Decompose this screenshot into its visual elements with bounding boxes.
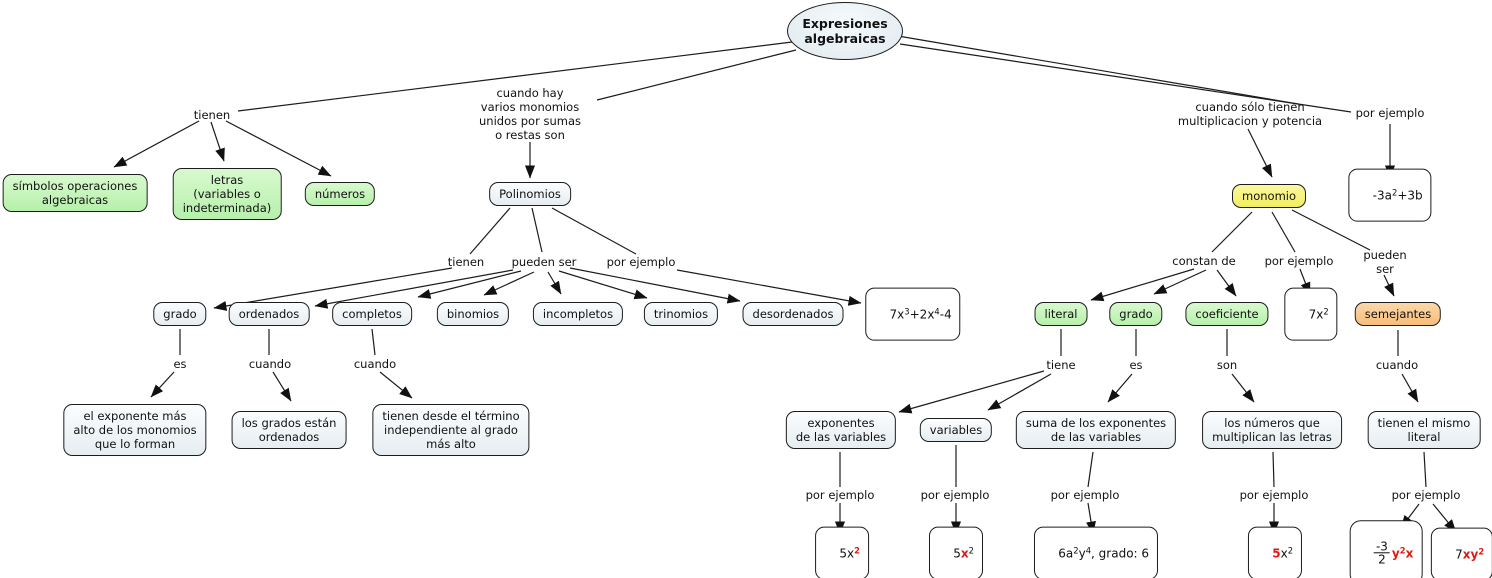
formula-red: y [1391, 545, 1400, 560]
formula-red: x [1405, 545, 1414, 560]
node-ejemplo-5x2-exponente[interactable]: 5x2 [815, 526, 869, 578]
node-ejemplo-polinomio[interactable]: 7x3+2x4-4 [865, 287, 961, 341]
fraction-denominator: 2 [1378, 552, 1386, 567]
formula-text: -3a [1372, 188, 1392, 203]
node-ejemplo-grado-6[interactable]: 6a2y4, grado: 6 [1033, 526, 1159, 578]
formula-sup: 4 [1085, 545, 1092, 556]
link-por-ejemplo-variables[interactable]: por ejemplo [920, 487, 990, 502]
formula-text: +2x [909, 307, 935, 322]
link-por-ejemplo-monomio[interactable]: por ejemplo [1264, 253, 1334, 268]
formula-sup-red: 2 [1478, 546, 1485, 557]
node-ejemplo-5x2-variable[interactable]: 5x2 [929, 526, 983, 578]
formula-red: x [960, 546, 969, 561]
node-ejemplo-7xy2[interactable]: 7xy2 [1430, 527, 1492, 578]
node-exponentes-variables[interactable]: exponentes de las variables [785, 410, 897, 450]
fraction-numerator: -3 [1373, 538, 1390, 554]
node-grados-estan-ordenados[interactable]: los grados están ordenados [231, 410, 347, 450]
node-desordenados[interactable]: desordenados [742, 301, 844, 327]
node-ejemplo-monomio[interactable]: -3a2+3b [1348, 168, 1432, 222]
formula-red: 5 [1272, 546, 1281, 561]
node-binomios[interactable]: binomios [436, 301, 510, 327]
node-semejantes[interactable]: semejantes [1354, 301, 1442, 327]
link-por-ejemplo-coeficiente[interactable]: por ejemplo [1239, 487, 1309, 502]
link-tienen-polinomios[interactable]: tienen [447, 254, 485, 269]
node-grado-polinomio[interactable]: grado [153, 301, 207, 327]
link-por-ejemplo-root[interactable]: por ejemplo [1355, 105, 1425, 120]
node-ordenados[interactable]: ordenados [228, 301, 310, 327]
formula-red: xy [1462, 547, 1479, 562]
node-mismo-literal[interactable]: tienen el mismo literal [1367, 410, 1481, 450]
formula-sup: 2 [1323, 306, 1329, 317]
formula-text: 5x [839, 546, 855, 561]
formula-text: 5 [953, 546, 961, 561]
node-ejemplo-5x2-coeficiente[interactable]: 5x2 [1247, 526, 1303, 578]
link-tienen-root[interactable]: tienen [193, 107, 231, 122]
link-cuando-ordenados[interactable]: cuando [248, 356, 292, 371]
node-suma-exponentes[interactable]: suma de los exponentes de las variables [1015, 410, 1177, 450]
link-por-ejemplo-exponentes[interactable]: por ejemplo [805, 487, 875, 502]
node-incompletos[interactable]: incompletos [532, 301, 624, 327]
formula-sup: 2 [968, 545, 974, 556]
link-cuando-semejantes[interactable]: cuando [1375, 357, 1419, 372]
formula-text: y [1078, 546, 1086, 561]
node-exponente-mas-alto[interactable]: el exponente más alto de los monomios qu… [63, 403, 207, 457]
formula-text: , grado: 6 [1091, 546, 1150, 561]
link-por-ejemplo-semejantes[interactable]: por ejemplo [1391, 487, 1461, 502]
formula-text: +3b [1397, 188, 1423, 203]
node-numeros[interactable]: números [304, 181, 376, 207]
node-monomio[interactable]: monomio [1232, 183, 1306, 209]
node-grado-monomio[interactable]: grado [1109, 301, 1163, 327]
link-constan-de[interactable]: constan de [1172, 253, 1236, 268]
formula-sup: 3 [904, 306, 910, 317]
node-desde-termino-independiente[interactable]: tienen desde el término independiente al… [372, 403, 530, 457]
formula-sup-red: 2 [854, 545, 860, 556]
node-ejemplo-7x2[interactable]: 7x2 [1284, 287, 1338, 341]
node-variables[interactable]: variables [919, 417, 993, 443]
formula-text: 7 [1455, 547, 1463, 562]
node-literal[interactable]: literal [1034, 301, 1088, 327]
link-es-grado-monomio[interactable]: es [1129, 357, 1143, 372]
formula-sup: 2 [1391, 187, 1398, 198]
link-cuando-solo-tienen[interactable]: cuando sólo tienen multiplicacion y pote… [1177, 99, 1323, 128]
link-pueden-ser-monomio[interactable]: pueden ser [1363, 247, 1407, 276]
node-expresiones-algebraicas[interactable]: Expresiones algebraicas [787, 2, 903, 60]
link-son-coeficiente[interactable]: son [1216, 357, 1238, 372]
node-letras[interactable]: letras (variables o indeterminada) [172, 167, 282, 221]
formula-sup: 2 [1073, 545, 1079, 556]
formula-sup: 2 [1287, 545, 1294, 556]
node-numeros-multiplican[interactable]: los números que multiplican las letras [1202, 410, 1342, 450]
link-por-ejemplo-suma[interactable]: por ejemplo [1050, 487, 1120, 502]
formula-text: 7x [1308, 307, 1324, 322]
link-pueden-ser-polinomios[interactable]: pueden ser [511, 254, 577, 269]
node-coeficiente[interactable]: coeficiente [1185, 301, 1269, 327]
link-es-grado[interactable]: es [173, 356, 187, 371]
formula-text: 6a [1058, 546, 1074, 561]
link-por-ejemplo-polinomios[interactable]: por ejemplo [606, 254, 676, 269]
node-trinomios[interactable]: trinomios [643, 301, 719, 327]
formula-text: -4 [939, 307, 952, 322]
formula-sup-red: 2 [1399, 545, 1406, 556]
node-simbolos-operaciones[interactable]: símbolos operaciones algebraicas [2, 173, 148, 213]
formula-text: 7x [889, 307, 905, 322]
link-cuando-hay-varios-monomios[interactable]: cuando hay varios monomios unidos por su… [479, 85, 581, 143]
formula-sup: 4 [934, 306, 940, 317]
node-polinomios[interactable]: Polinomios [489, 181, 571, 207]
formula-text: x [1280, 546, 1288, 561]
link-cuando-completos[interactable]: cuando [353, 356, 397, 371]
node-completos[interactable]: completos [332, 301, 412, 327]
link-tiene-literal[interactable]: tiene [1046, 357, 1076, 372]
